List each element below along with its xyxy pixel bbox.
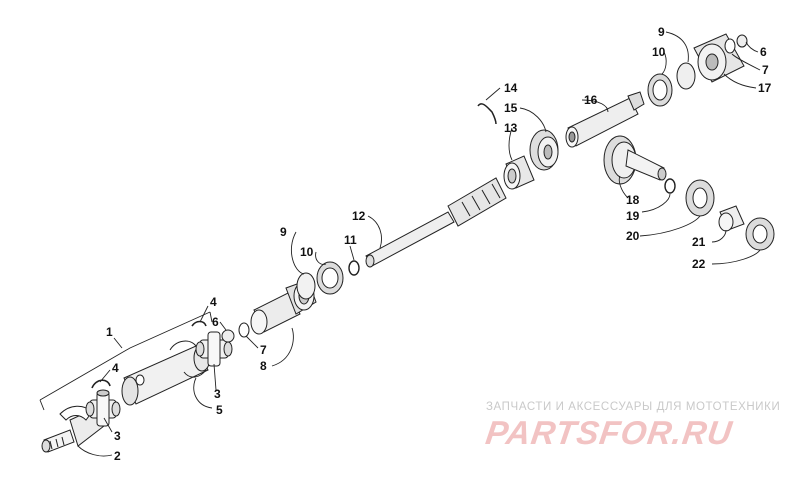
callout-21: 21 <box>692 235 706 249</box>
callout-14: 14 <box>504 81 518 95</box>
part-ring-gear-18 <box>603 135 667 185</box>
parts-artwork <box>41 33 775 453</box>
part-flange-17 <box>693 33 745 83</box>
callout-6-lower: 6 <box>212 315 219 329</box>
part-washer-7-right <box>724 38 736 54</box>
callout-17: 17 <box>758 81 772 95</box>
part-bearing-20 <box>685 179 715 217</box>
callout-7-right: 7 <box>762 63 769 77</box>
part-pinion-shaft <box>565 91 645 148</box>
part-washer-7-lower <box>238 322 250 338</box>
callout-10-right: 10 <box>652 45 666 59</box>
part-bearing-10-right <box>647 73 673 107</box>
watermark-logo: PARTSFOR.RU <box>483 414 735 451</box>
callout-5: 5 <box>216 403 223 417</box>
part-circlip-upper <box>191 320 207 327</box>
watermark-caption: ЗАПЧАСТИ И АКСЕССУАРЫ ДЛЯ МОТОТЕХНИКИ <box>486 401 781 413</box>
part-yoke-tube <box>121 340 211 406</box>
callout-labels: 1 2 3 3 4 4 5 6 6 7 7 8 9 9 10 10 11 12 … <box>106 25 772 463</box>
callout-2: 2 <box>114 449 121 463</box>
callout-3-lower: 3 <box>114 429 121 443</box>
callout-9-left: 9 <box>280 225 287 239</box>
callout-4-lower: 4 <box>112 361 119 375</box>
callout-12: 12 <box>352 209 366 223</box>
callout-15: 15 <box>504 101 518 115</box>
callout-4-upper: 4 <box>210 295 217 309</box>
callout-20: 20 <box>626 229 640 243</box>
callout-13: 13 <box>504 121 518 135</box>
part-main-shaft <box>365 177 507 268</box>
callout-6-right: 6 <box>760 45 767 59</box>
callout-7-lower: 7 <box>260 343 267 357</box>
callout-16: 16 <box>584 93 598 107</box>
part-bevel-gear-15 <box>529 129 559 171</box>
part-cross-lower <box>85 389 121 427</box>
callout-10-left: 10 <box>300 245 314 259</box>
callout-3-upper: 3 <box>214 387 221 401</box>
part-ring-11 <box>348 260 360 276</box>
callout-22: 22 <box>692 257 706 271</box>
leader-lines <box>39 31 761 457</box>
part-seal-9-left <box>296 272 316 300</box>
part-bushing-21 <box>718 205 745 232</box>
part-bushing-6-right <box>736 34 748 48</box>
part-seal-9-right <box>676 62 696 90</box>
callout-8: 8 <box>260 359 267 373</box>
part-bearing-10-left <box>316 261 344 295</box>
part-bearing-13 <box>503 155 535 190</box>
part-washer-19 <box>664 178 676 194</box>
callout-1: 1 <box>106 325 113 339</box>
callout-9-right: 9 <box>658 25 665 39</box>
callout-18: 18 <box>626 193 640 207</box>
callout-11: 11 <box>344 233 357 247</box>
callout-19: 19 <box>626 209 640 223</box>
part-bushing-6-lower <box>221 329 235 343</box>
part-circlip-14 <box>477 103 497 125</box>
part-bearing-22 <box>745 217 775 251</box>
